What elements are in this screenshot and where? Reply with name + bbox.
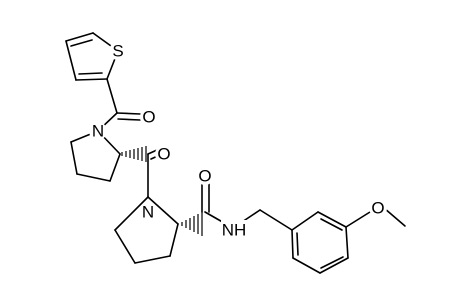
acyl-carbonyl-oxygen-label: O <box>142 108 155 127</box>
benzene-bond-c5-c6 <box>292 257 321 274</box>
pyrrolidine-2-bond-cdelta-cgamma <box>114 229 136 264</box>
proline-1-carbonyl-double-bond-a <box>147 149 158 155</box>
thiophene-double-bond-c2-c3 <box>78 72 103 75</box>
stereo-hashed-bond-1 <box>121 146 147 162</box>
acyl-carbonyl-double-bond-a <box>116 112 141 115</box>
ch2-aryl-bond <box>259 209 293 231</box>
o-methyl-bond <box>383 207 406 227</box>
pyrrolidine-2-bond-n-cdelta <box>114 196 149 231</box>
amide-oxygen-label-background <box>196 167 214 185</box>
thiophene-bond-c2-c3 <box>75 78 108 81</box>
amide-carbonyl-oxygen-label: O <box>198 167 211 186</box>
benzene-inner-bond-c4-c5 <box>320 256 344 269</box>
pyrrolidine-2-bond-cgamma-cbeta <box>134 255 171 264</box>
acyl-oxygen-label-background <box>140 108 158 126</box>
thiophene-sulfur-label: S <box>112 42 123 61</box>
benzene-inner-bond-c2-c3 <box>320 218 343 231</box>
proline-1-nitrogen-label: N <box>92 122 104 141</box>
thiophene-bond-c3-c4 <box>65 40 77 81</box>
pyrrolidine-1-bond-cdelta-cgamma <box>70 141 78 175</box>
aryl-o-bond <box>345 211 371 228</box>
proline-1-oxygen-label-background <box>155 145 173 163</box>
pyrrolidine-2-bond-calpha-n <box>147 196 179 225</box>
stereo-hashed-bond-2 <box>181 212 203 236</box>
amide-nitrogen-label-background <box>221 220 247 240</box>
proline-2-nitrogen-label: N <box>142 203 154 222</box>
pyrrolidine-1-bond-cgamma-cbeta <box>76 173 111 182</box>
acyl-carbonyl-double-bond-b <box>117 118 141 121</box>
benzene-bond-c3-c4 <box>345 226 349 259</box>
thiophene-double-bond-c4-c5 <box>70 39 93 47</box>
amide-nitrogen-label: NH <box>222 221 247 240</box>
pyrrolidine-ring-2 <box>114 196 179 264</box>
thiophene-bond-c4-c5 <box>65 32 94 42</box>
proline-1-nitrogen-label-background <box>89 122 107 140</box>
sulfur-label-background <box>109 42 127 60</box>
methoxy-oxygen-label: O <box>371 199 384 218</box>
proline-1-carbonyl-oxygen-label: O <box>157 145 170 164</box>
pyrrolidine-2-bond-cbeta-calpha <box>169 223 179 257</box>
benzene-inner-bond-c6-c1 <box>296 232 299 256</box>
methoxy-oxygen-label-background <box>369 199 387 217</box>
benzene-ring <box>291 211 349 274</box>
benzene-bond-c4-c5 <box>319 257 349 274</box>
benzene-bond-c1-c2 <box>291 211 319 231</box>
benzene-bond-c6-c1 <box>291 229 294 259</box>
proline-2-nitrogen-label-background <box>139 203 157 221</box>
thiophene-ring <box>65 32 119 81</box>
benzene-bond-c2-c3 <box>317 211 347 228</box>
pyrrolidine-1-bond-cbeta-calpha <box>109 153 121 182</box>
thienyl-carbonyl-bond <box>106 78 118 114</box>
